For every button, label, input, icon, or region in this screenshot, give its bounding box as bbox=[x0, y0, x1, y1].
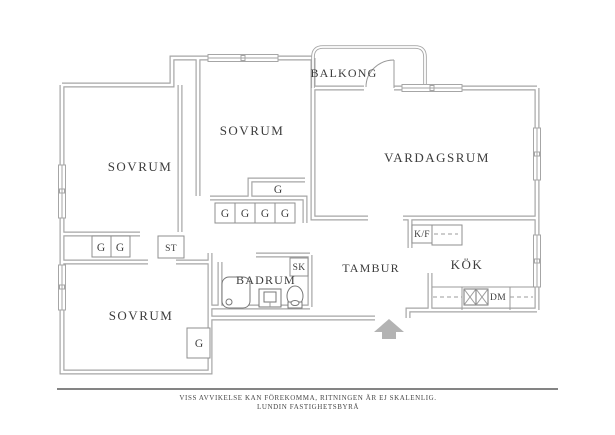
wardrobe-box bbox=[274, 202, 296, 224]
dishwasher-label: DM bbox=[490, 293, 506, 303]
balcony-door bbox=[365, 59, 395, 88]
window-living-room-top bbox=[401, 84, 463, 92]
walls bbox=[62, 58, 537, 372]
room-label-kitchen: KÖK bbox=[451, 257, 484, 272]
cleaning-closet-label: ST bbox=[165, 244, 177, 254]
room-label-balcony: BALKONG bbox=[310, 66, 377, 80]
room-labels: SOVRUM SOVRUM SOVRUM VARDAGSRUM BALKONG … bbox=[108, 66, 490, 323]
fixture-labels: G G G G G G G G ST SK K/F DM bbox=[97, 184, 506, 350]
toilet bbox=[286, 285, 304, 309]
room-label-bedroom-top: SOVRUM bbox=[220, 123, 285, 138]
wardrobe-label: G bbox=[261, 208, 269, 220]
wardrobe-label: G bbox=[116, 242, 124, 254]
window-bedroom-top bbox=[207, 54, 279, 62]
wardrobe-label: G bbox=[195, 338, 203, 350]
windows bbox=[58, 54, 541, 311]
kitchen-equipment bbox=[411, 224, 535, 310]
closets bbox=[91, 202, 309, 359]
window-kitchen-right bbox=[533, 234, 541, 288]
wardrobe-box bbox=[110, 235, 131, 258]
cleaning-closet-box bbox=[157, 235, 185, 259]
wardrobe-label: G bbox=[221, 208, 229, 220]
cabinet-label: SK bbox=[293, 263, 306, 273]
window-living-room-right bbox=[533, 127, 541, 181]
footer-disclaimer: VISS AVVIKELSE KAN FÖREKOMMA, RITNINGEN … bbox=[179, 394, 436, 402]
wardrobe-box bbox=[186, 327, 211, 359]
wardrobe-label: G bbox=[274, 184, 282, 196]
entrance-arrow bbox=[374, 319, 404, 339]
room-label-bedroom-bottom: SOVRUM bbox=[109, 308, 174, 323]
wardrobe-label: G bbox=[281, 208, 289, 220]
room-label-hall: TAMBUR bbox=[342, 261, 400, 275]
room-label-bathroom: BADRUM bbox=[236, 273, 296, 287]
bathroom-fixtures bbox=[221, 276, 304, 309]
room-label-living-room: VARDAGSRUM bbox=[384, 150, 490, 165]
fridge-freezer-label: K/F bbox=[414, 230, 430, 240]
sink bbox=[463, 288, 489, 306]
window-bedroom-left bbox=[58, 164, 66, 219]
wardrobe-label: G bbox=[97, 242, 105, 254]
footer: VISS AVVIKELSE KAN FÖREKOMMA, RITNINGEN … bbox=[57, 388, 558, 411]
washbasin bbox=[258, 288, 282, 308]
counter-box bbox=[431, 224, 463, 246]
room-label-bedroom-left: SOVRUM bbox=[108, 159, 173, 174]
bathtub bbox=[221, 276, 251, 309]
wardrobe-label: G bbox=[241, 208, 249, 220]
footer-agency: LUNDIN FASTIGHETSBYRÅ bbox=[257, 403, 359, 411]
window-bedroom-bottom-left bbox=[58, 264, 66, 311]
cabinet-box bbox=[289, 257, 309, 277]
